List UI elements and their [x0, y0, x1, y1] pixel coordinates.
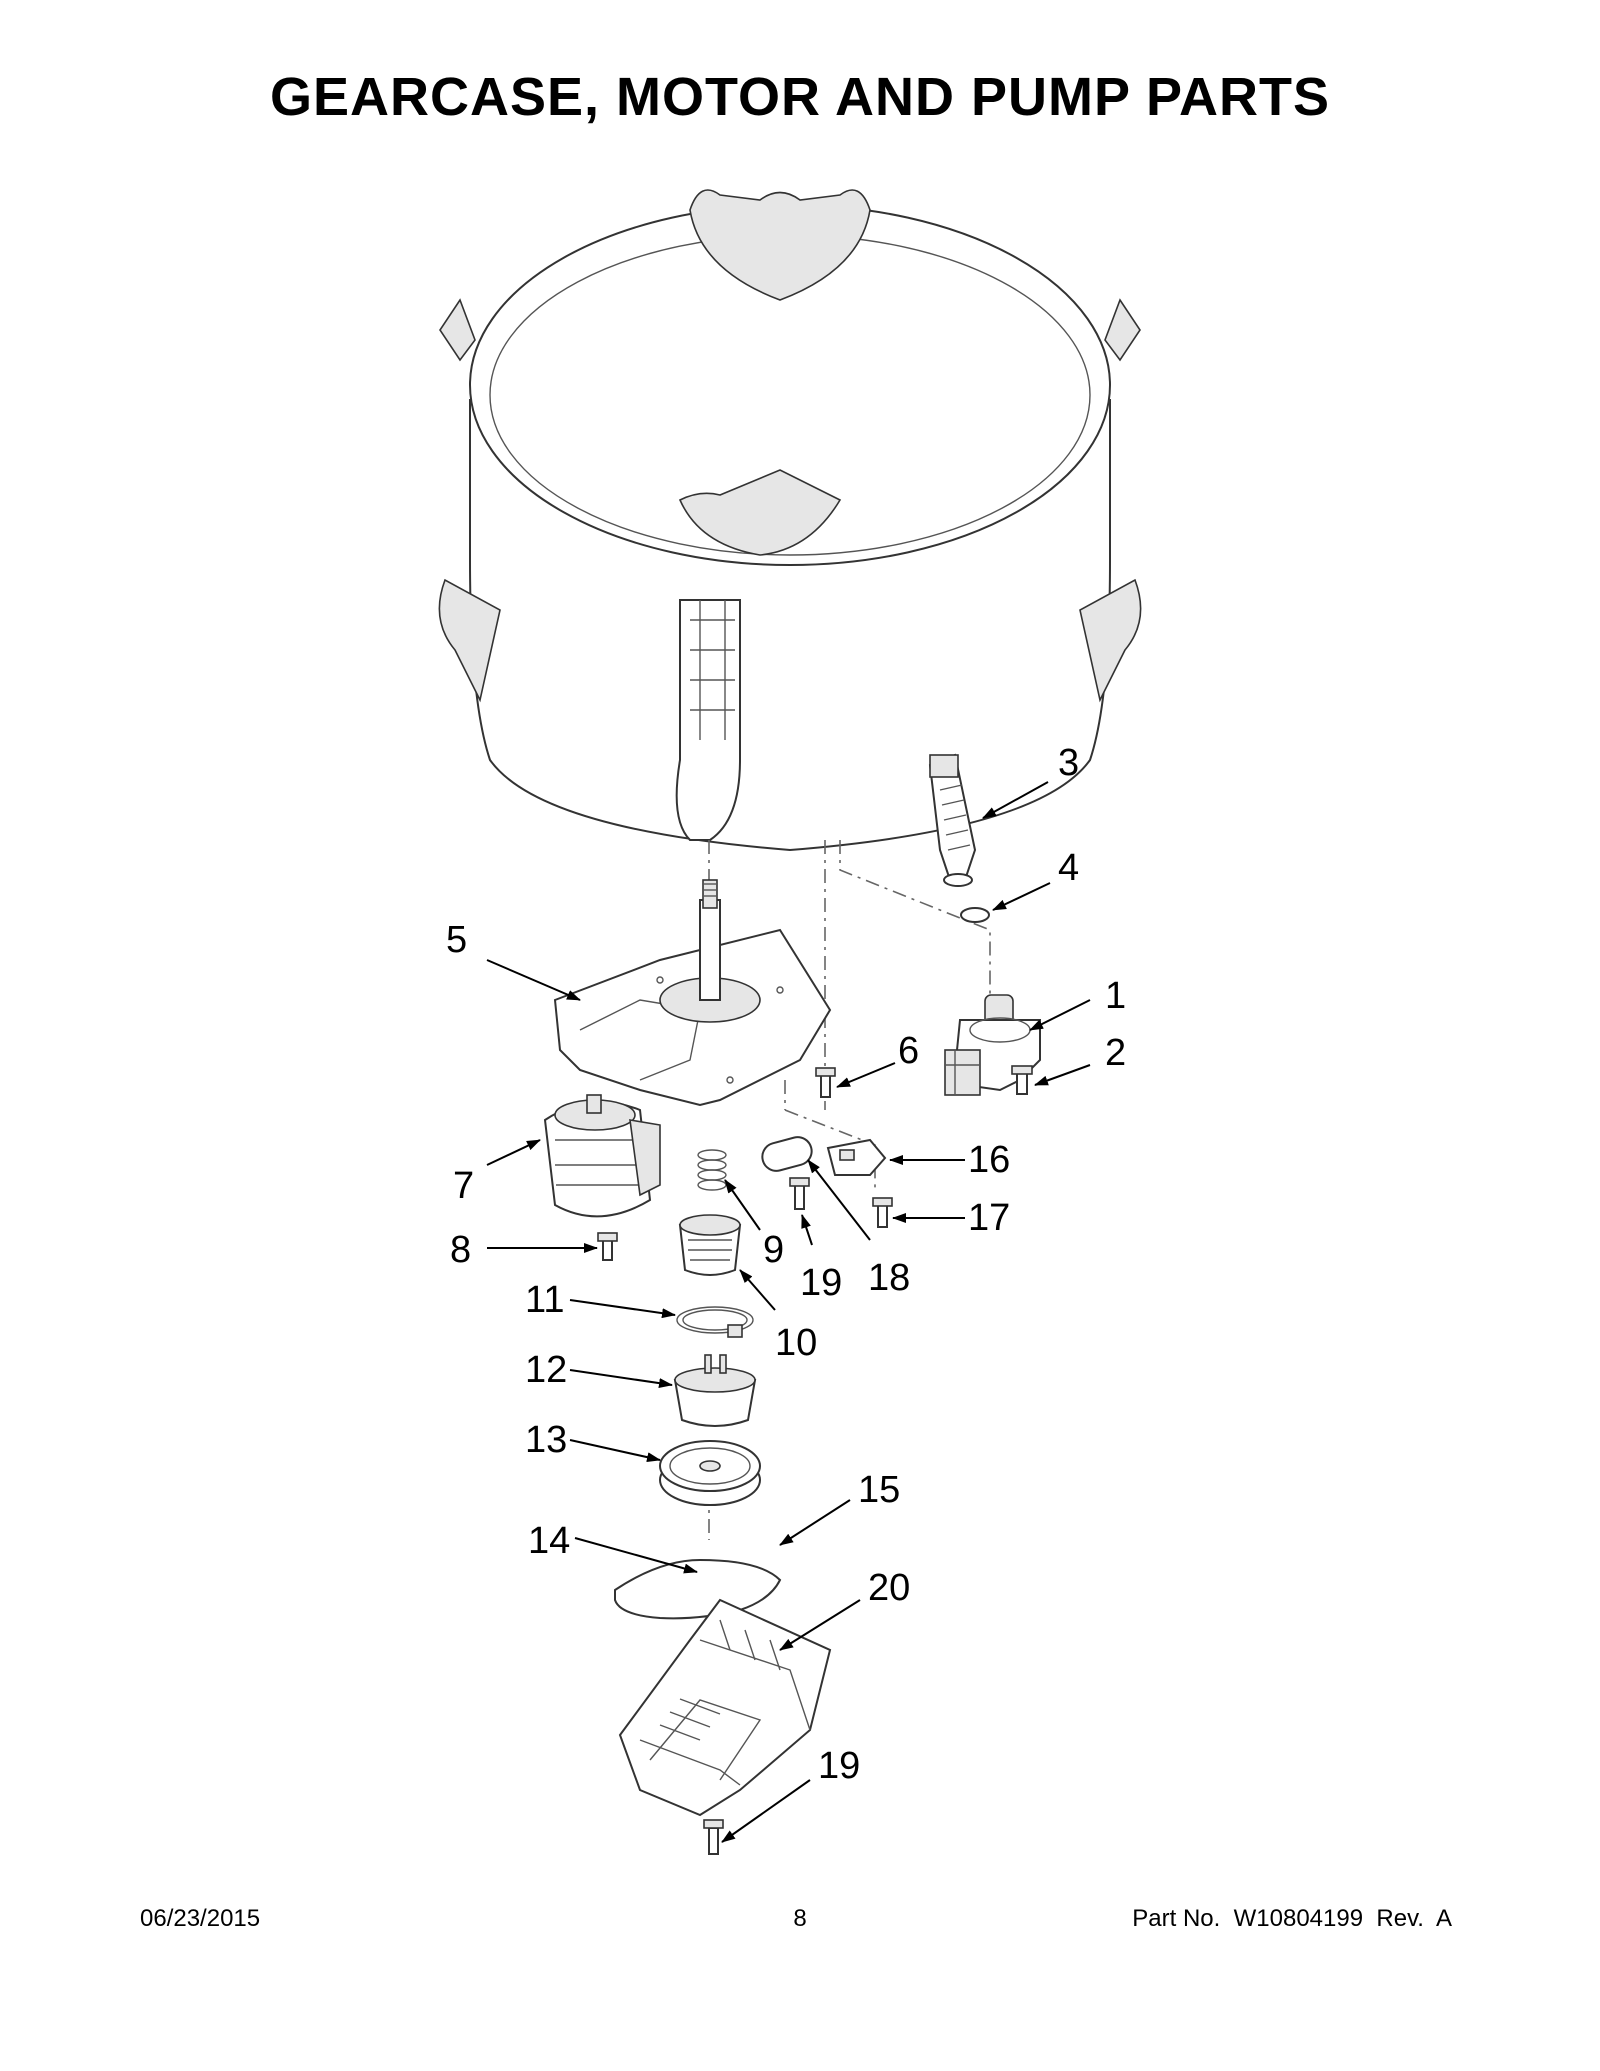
- callout-10: 10: [775, 1322, 817, 1364]
- clutch-drawing: [673, 1354, 757, 1427]
- callout-5: 5: [446, 919, 467, 961]
- hose-clamp-drawing: [960, 907, 990, 923]
- callout-19: 19: [800, 1262, 842, 1304]
- callout-14: 14: [528, 1520, 570, 1562]
- drive-belt-drawing: [614, 1558, 782, 1620]
- callout-18: 18: [868, 1257, 910, 1299]
- capacitor-screw-drawing: [789, 1177, 810, 1210]
- gearcase-drawing: [553, 879, 832, 1107]
- switch-drawing: [826, 1138, 887, 1176]
- gearcase-screw-drawing: [815, 1067, 836, 1098]
- spring-drawing: [697, 1149, 727, 1191]
- callout-2: 2: [1105, 1032, 1126, 1074]
- callout-8: 8: [450, 1229, 471, 1271]
- callout-19-lower: 19: [818, 1745, 860, 1787]
- tub-drawing: [438, 189, 1142, 852]
- footer-part-number: Part No. W10804199 Rev. A: [1132, 1905, 1452, 1933]
- callout-labels: 3 4 1 2 5 6 7 8 9 10 11 12 13 14 15 16 1…: [446, 742, 1126, 1787]
- coupler-drawing: [678, 1214, 742, 1276]
- callout-9: 9: [763, 1229, 784, 1271]
- footer-page-number: 8: [793, 1905, 807, 1932]
- footer-part-label: Part No. W10804199 Rev. A: [1132, 1905, 1452, 1932]
- callout-11: 11: [525, 1279, 564, 1321]
- callout-17: 17: [968, 1197, 1010, 1239]
- switch-screw-drawing: [872, 1197, 893, 1228]
- callout-15: 15: [858, 1469, 900, 1511]
- callout-6: 6: [898, 1030, 919, 1072]
- drain-hose-drawing: [928, 753, 977, 887]
- leader-arrows: [486, 781, 1091, 1843]
- motor-drawing: [543, 1094, 661, 1218]
- page-title: GEARCASE, MOTOR AND PUMP PARTS: [269, 67, 1331, 127]
- callout-13: 13: [525, 1419, 567, 1461]
- pump-screw-drawing: [1011, 1065, 1033, 1095]
- callout-20: 20: [868, 1567, 910, 1609]
- motor-screw-drawing: [597, 1232, 618, 1261]
- capacitor-drawing: [761, 1136, 813, 1172]
- callout-3: 3: [1058, 742, 1079, 784]
- pulley-drawing: [659, 1440, 761, 1506]
- clamp-ring-drawing: [676, 1306, 754, 1338]
- footer-date: 06/23/2015: [140, 1905, 261, 1932]
- motor-shield-drawing: [618, 1598, 832, 1817]
- callout-7: 7: [453, 1165, 474, 1207]
- callout-1: 1: [1105, 975, 1126, 1017]
- callout-4: 4: [1058, 847, 1079, 889]
- callout-16: 16: [968, 1139, 1010, 1181]
- shield-screw-drawing: [703, 1819, 724, 1855]
- callout-12: 12: [525, 1349, 567, 1391]
